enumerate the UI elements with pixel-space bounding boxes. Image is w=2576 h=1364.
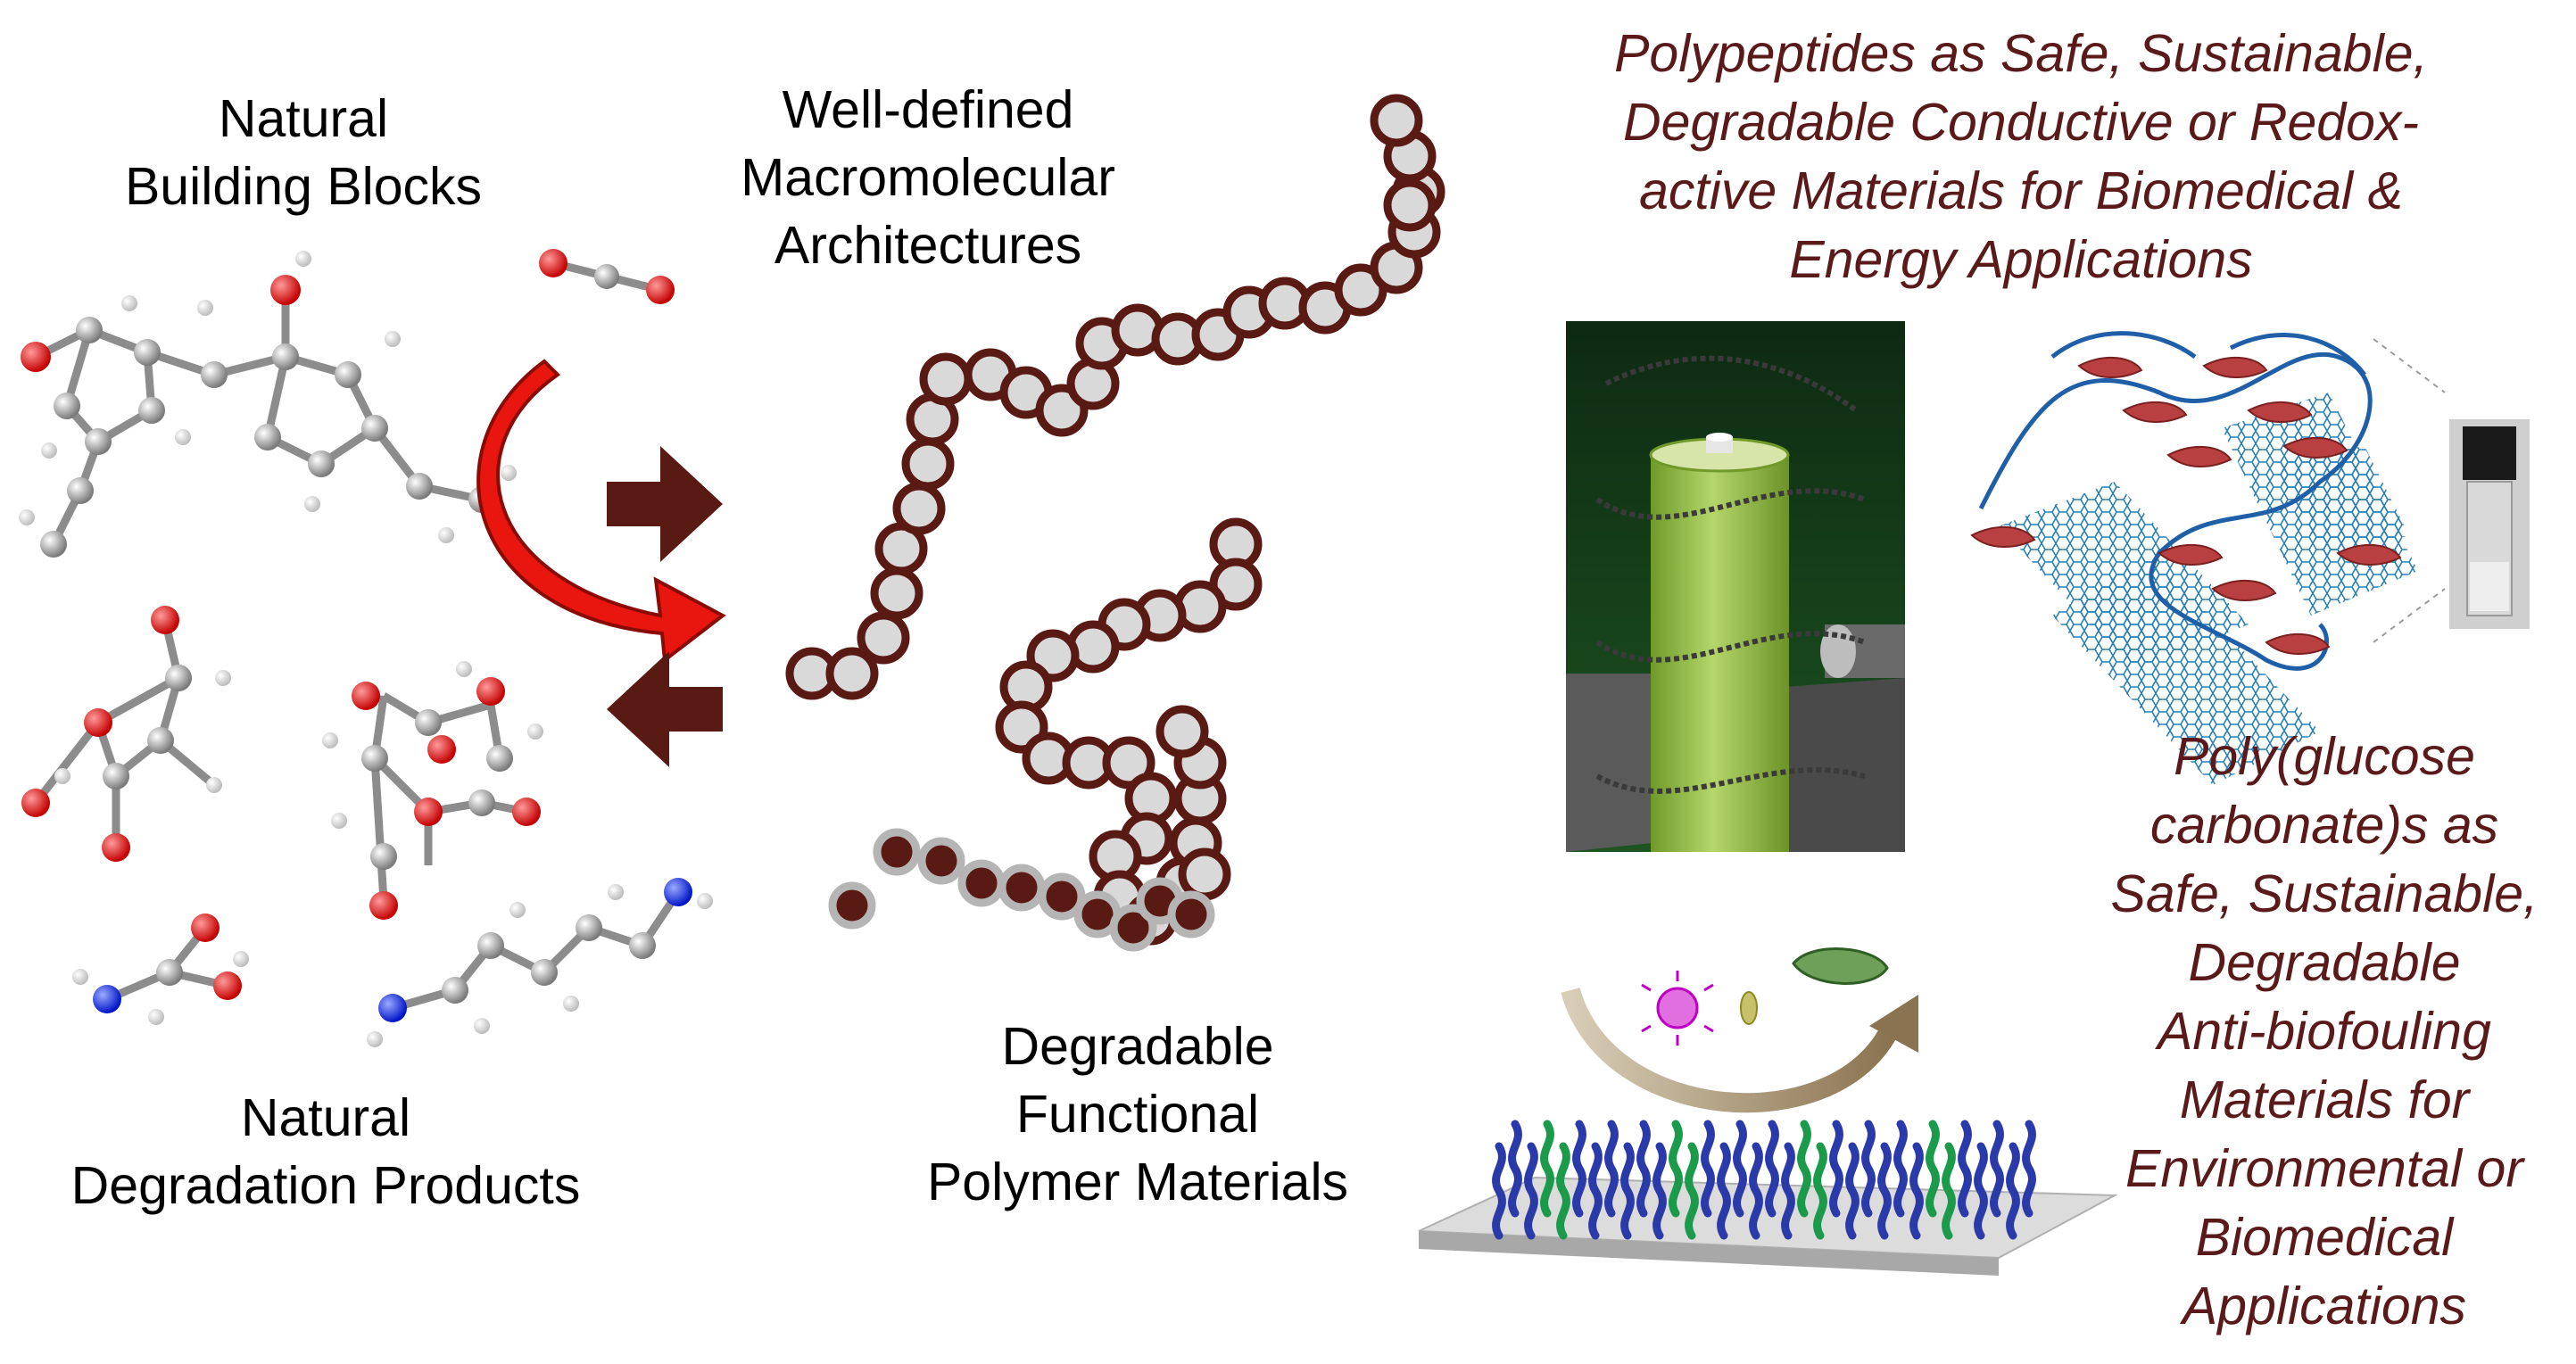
brush-strand [1893,1120,1908,1218]
chain-bead [1155,705,1209,758]
brush-strand [1877,1142,1892,1240]
forward-arrow-icon [607,446,723,562]
chain-bead-dark [998,864,1046,912]
polymer-chain-degradable [828,828,1215,952]
brush-strand [1781,1142,1795,1240]
polymer-chain-middle [995,517,1263,946]
curved-red-arrow-icon [476,359,726,664]
brush-strand [1685,1142,1699,1240]
brush-strand [1540,1120,1554,1218]
chain-bead [870,566,924,620]
brush-strand [1813,1142,1827,1240]
chain-bead-dark [957,859,1006,907]
brush-strand [1572,1120,1586,1218]
blue-backbone-icon [1978,331,2373,671]
polymer-brush-surface-icon [1418,1120,2118,1276]
polypeptides-description: Polypeptides as Safe, Sustainable, Degra… [1614,24,2428,289]
architectures-label: Well-defined Macromolecular Architecture… [741,80,1115,275]
biphenyl-atoms [19,251,517,558]
functional-materials-label: Degradable Functional Polymer Materials [926,1017,1349,1211]
chain-bead [1383,178,1437,232]
brush-strand [1861,1120,1876,1218]
glucose-carbonates-description: Poly(glucose carbonate)s as Safe, Sustai… [2110,727,2539,1335]
chain-bead-dark [873,828,921,876]
brush-strand [1909,1142,1924,1240]
chain-bead [825,647,879,700]
brush-strand [1990,1120,2004,1218]
chain-bead [1178,847,1231,901]
battery-icon [1649,433,1790,852]
brush-strand [1556,1142,1570,1240]
brush-strand [1508,1120,1522,1218]
chain-bead-dark [1109,904,1157,952]
chain-bead [901,437,955,491]
polymer-chain-top [785,94,1445,700]
cadaverine-molecule-icon [367,878,713,1047]
biphenyl-molecule-icon [33,294,483,547]
battery-panel [1566,321,1905,852]
chain-bead [857,611,910,665]
degradation-products-label: Natural Degradation Products [70,1088,581,1215]
brush-strand [2006,1142,2020,1240]
brush-strand [1588,1142,1603,1240]
microbe-icon [1641,947,1889,1046]
chain-bead-dark [917,837,965,885]
brush-strand [1765,1120,1779,1218]
brush-strand [1524,1142,1538,1240]
brush-strand [1926,1120,1940,1218]
release-arrowhead-icon [1869,995,1918,1053]
brush-strand [1636,1120,1651,1218]
backward-arrow-icon [607,651,723,767]
nanotube-panel [1970,331,2446,785]
brush-strand [1797,1120,1811,1218]
chain-bead [919,352,973,406]
co2-molecule-icon [539,249,675,304]
building-blocks-label: Natural Building Blocks [124,89,483,216]
brush-strand [1492,1142,1506,1240]
brush-strand [1749,1142,1763,1240]
brush-strand [1942,1142,1956,1240]
brush-strand [1958,1120,1972,1218]
brush-strand [1620,1142,1635,1240]
chain-bead [1370,94,1423,147]
brush-strand [1974,1142,1988,1240]
chain-bead-dark [828,881,876,930]
brush-strand [1701,1120,1715,1218]
sugar-atoms [21,606,543,920]
chain-bead-dark [1167,890,1215,938]
molecules-group [19,249,713,1047]
glycine-molecule-icon [72,913,249,1025]
chain-bead-dark [1038,872,1086,921]
brush-strand [1845,1142,1860,1240]
antibiofouling-panel [1418,947,2118,1276]
brush-strand [1829,1120,1843,1218]
brush-strand [1733,1120,1747,1218]
alpha-helix-icon [1970,356,2402,655]
brush-strand [1669,1120,1683,1218]
chain-bead [892,482,946,535]
brush-strand [2022,1120,2036,1218]
polymer-wire-icon [1595,355,1867,794]
brush-strand [1652,1142,1667,1240]
vial-icon [2449,419,2530,629]
brush-strand [1604,1120,1619,1218]
brush-strand [1717,1142,1731,1240]
